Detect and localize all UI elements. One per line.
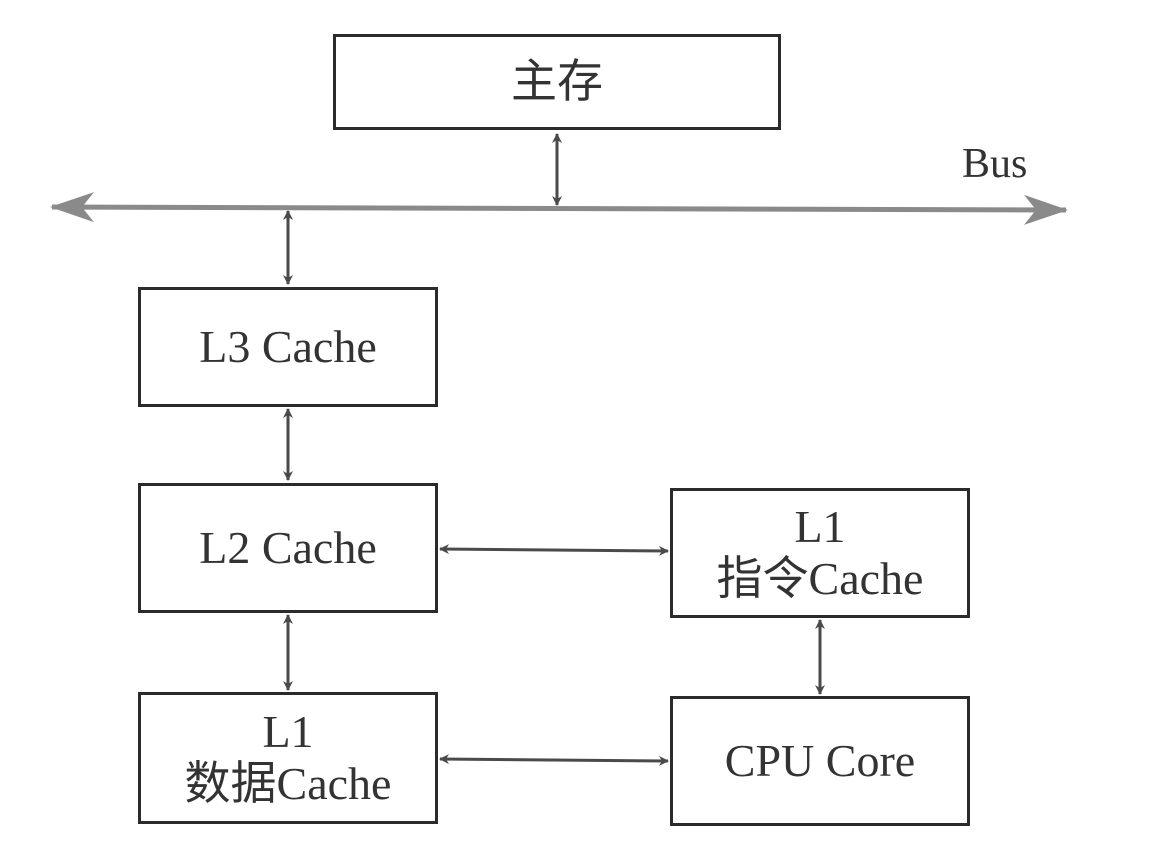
cpu-core-box: CPU Core: [670, 696, 970, 826]
l1-instruction-cache-level: L1: [794, 501, 846, 553]
l2-cache-label: L2 Cache: [199, 522, 377, 574]
system-bus-line: [50, 192, 1068, 225]
arrow-l2-l1i: [439, 544, 669, 556]
l1-data-cache-label: 数据Cache: [184, 758, 392, 809]
bus-label: Bus: [962, 141, 1028, 187]
l1-instruction-cache-label: 指令Cache: [716, 553, 924, 604]
main-memory-label: 主存: [511, 56, 603, 108]
l1-data-cache-level: L1: [262, 706, 314, 758]
arrow-l1d-cpu: [439, 754, 669, 766]
cpu-core-label: CPU Core: [724, 735, 916, 787]
l1-instruction-cache-box: L1 指令Cache: [670, 488, 970, 618]
l2-cache-box: L2 Cache: [138, 483, 438, 613]
l3-cache-label: L3 Cache: [199, 321, 377, 373]
l1-data-cache-box: L1 数据Cache: [138, 692, 438, 824]
main-memory-box: 主存: [333, 34, 781, 130]
l3-cache-box: L3 Cache: [138, 287, 438, 407]
